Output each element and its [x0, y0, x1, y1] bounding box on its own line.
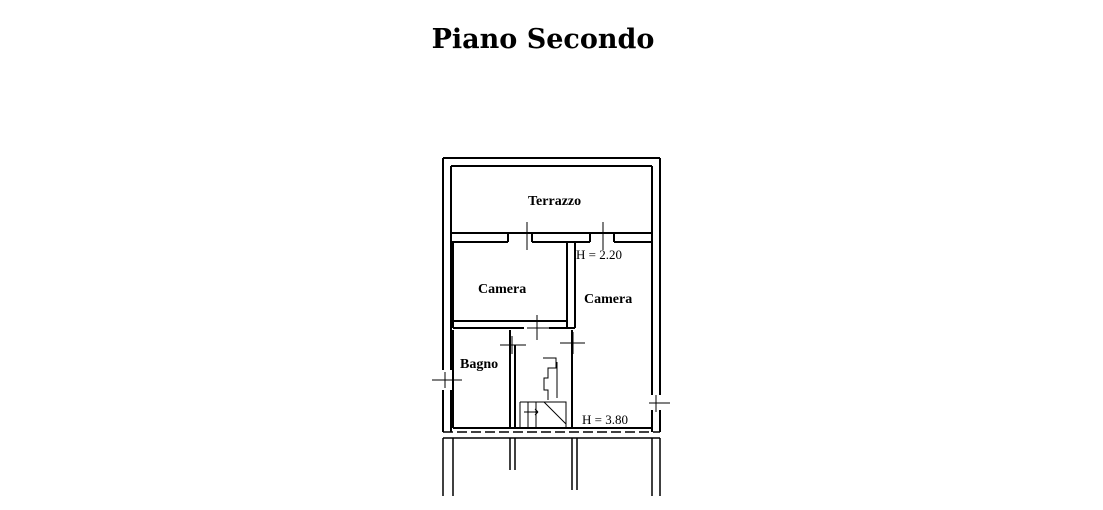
- terrazzo-wall: [451, 232, 652, 243]
- bagno-walls: [452, 330, 652, 429]
- height-label-top: H = 2.20: [576, 247, 622, 262]
- outer-wall: [442, 157, 661, 432]
- room-label-camera-right: Camera: [584, 292, 632, 307]
- room-label-camera-left: Camera: [478, 282, 526, 297]
- stairs: [519, 357, 567, 428]
- height-label-bottom: H = 3.80: [582, 412, 628, 427]
- plan-title: Piano Secondo: [431, 24, 655, 55]
- lower-level-lines: [442, 431, 661, 496]
- room-label-terrazzo: Terrazzo: [528, 194, 581, 209]
- room-label-bagno: Bagno: [460, 357, 498, 372]
- opening-marks: [432, 222, 670, 412]
